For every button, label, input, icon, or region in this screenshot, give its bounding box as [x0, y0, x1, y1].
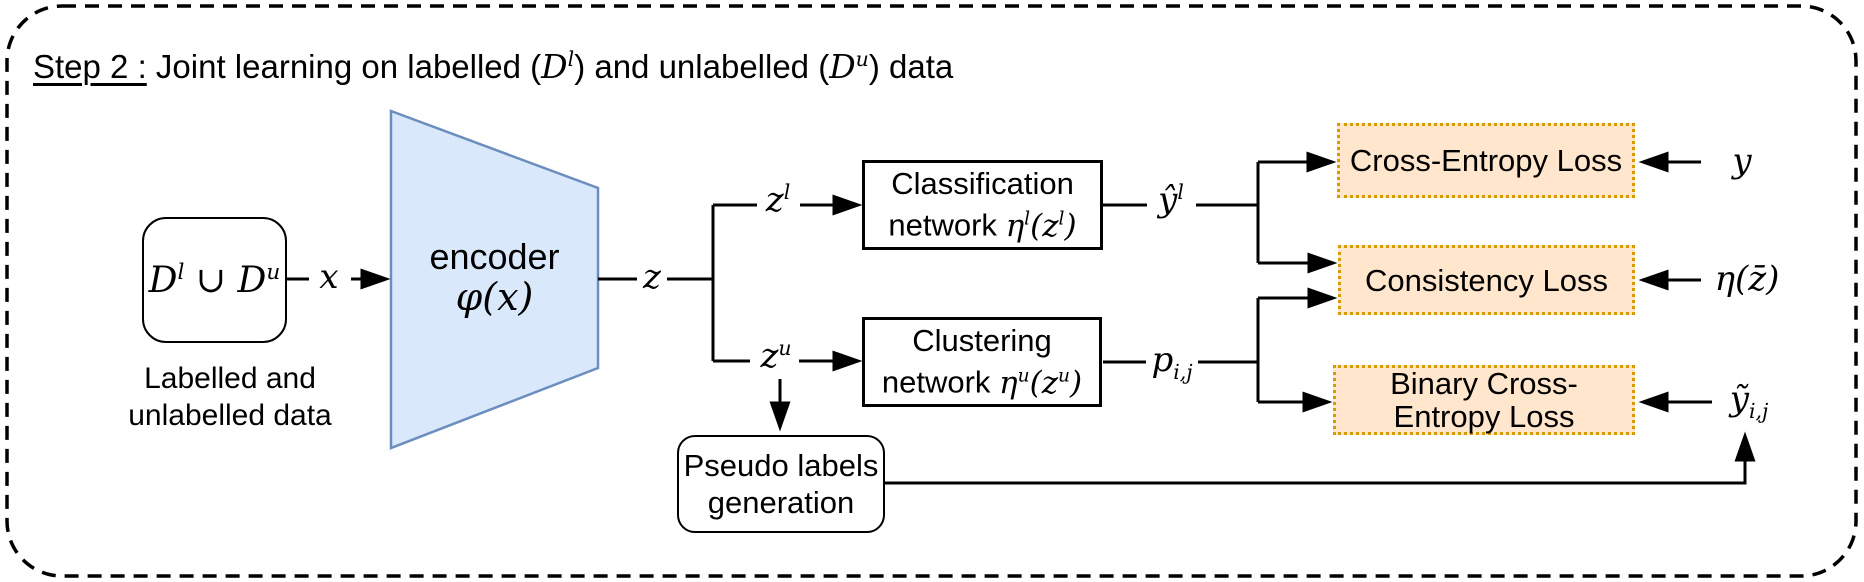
cross-entropy-loss-box: Cross-Entropy Loss — [1337, 123, 1635, 198]
step-title-part3: ) data — [868, 48, 954, 85]
label-eta-z-bar: η(z̄) — [1712, 259, 1782, 299]
binary-cross-entropy-loss-box: Binary Cross- Entropy Loss — [1333, 365, 1635, 435]
label-z-u: zu — [758, 335, 794, 377]
step-title-step: Step 2 : — [33, 48, 147, 85]
classification-network-box: Classification network ηl(zl) — [862, 160, 1103, 250]
consistency-loss-box: Consistency Loss — [1338, 245, 1635, 315]
label-z: z — [641, 257, 663, 297]
encoder-trapezoid — [389, 109, 600, 450]
step-title-part2: ) and unlabelled ( — [574, 48, 830, 85]
step-title: Step 2 : Joint learning on labelled (Dl)… — [33, 47, 954, 86]
label-z-l: zl — [763, 179, 793, 221]
encoder-label: encoder φ(x) — [429, 236, 560, 319]
input-dataset-box: Dl ∪ Du — [142, 217, 287, 343]
wire-pseudo-to-ytilde — [885, 431, 1756, 485]
label-y: y — [1730, 141, 1754, 181]
input-dataset-caption: Labelled and unlabelled data — [128, 362, 332, 432]
label-x: x — [317, 257, 341, 297]
clustering-network-box: Clustering network ηu(zu) — [862, 317, 1102, 407]
outer-dashed-border — [5, 4, 1858, 578]
label-y-hat-l: ŷl — [1156, 179, 1186, 221]
label-p-ij: pi,j — [1149, 340, 1195, 384]
step-title-part1: Joint learning on labelled ( — [146, 48, 542, 85]
pseudo-labels-box: Pseudo labels generation — [677, 435, 885, 533]
label-y-tilde-ij: ỹi,j — [1727, 379, 1771, 423]
